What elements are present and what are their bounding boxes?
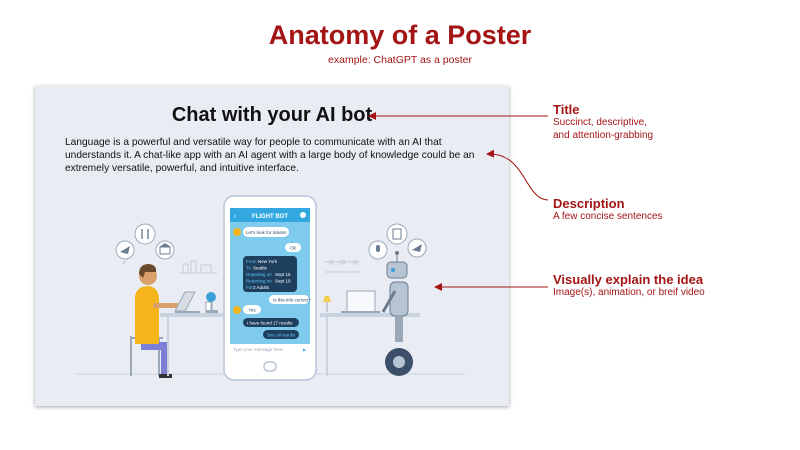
phone-header	[230, 208, 310, 222]
mic-thought-icon	[368, 240, 388, 260]
bot-confirm: Is this info correct?	[273, 298, 311, 303]
poster: Chat with your AI bot Language is a powe…	[35, 86, 509, 406]
see-all-label: See all results	[267, 333, 296, 338]
bot-confirm-bubble	[269, 295, 309, 304]
document-thought-icon	[386, 223, 408, 245]
to-label: To	[246, 266, 251, 271]
annotation-description-heading: Description	[553, 196, 625, 211]
poster-description: Language is a powerful and versatile way…	[65, 137, 475, 174]
send-icon[interactable]: ▸	[303, 348, 306, 354]
robot-wall-shelf	[325, 259, 360, 273]
description-arrow	[486, 149, 549, 201]
user-bubble-yes	[243, 305, 261, 314]
poster-illustration: ‹ FLIGHT BOT Let's look for tickets! Ok …	[75, 195, 465, 381]
user-message-ok: Ok	[290, 246, 297, 251]
see-all-button[interactable]	[263, 330, 299, 339]
wall-shelf	[180, 260, 217, 274]
desk-right	[320, 313, 420, 317]
robot-scene	[320, 223, 427, 376]
plane-thought-icon	[115, 240, 135, 265]
message-input-placeholder: Type your message here..	[233, 347, 285, 352]
annotation-visual-desc: Image(s), animation, or breif video	[553, 287, 705, 298]
from-label: From	[246, 259, 257, 264]
bot-bubble	[243, 227, 289, 237]
museum-thought-icon	[155, 240, 175, 260]
poster-title: Chat with your AI bot	[171, 104, 373, 126]
for-label: For	[246, 285, 253, 290]
page-subtitle: example: ChatGPT as a poster	[328, 54, 472, 66]
for-value: 2 Adults	[253, 285, 270, 290]
from-value: New York	[258, 259, 278, 264]
back-icon: ‹	[234, 213, 237, 220]
phone-app-title: FLIGHT BOT	[252, 214, 288, 220]
departing-label: Departing on	[246, 272, 272, 277]
to-value: Seattle	[253, 266, 268, 271]
message-input[interactable]	[230, 344, 310, 354]
annotation-visual: Visually explain the idea Image(s), anim…	[553, 272, 705, 300]
returning-label: Returning on	[246, 279, 272, 284]
annotation-description-desc: A few concise sentences	[553, 211, 663, 222]
phone-mockup: ‹ FLIGHT BOT Let's look for tickets! Ok …	[223, 195, 317, 381]
bot-avatar	[233, 228, 241, 236]
page-title: Anatomy of a Poster	[268, 20, 532, 50]
bot-result-bubble	[243, 318, 299, 327]
plane-thought-icon-right	[407, 238, 427, 258]
annotation-title-heading: Title	[553, 102, 580, 117]
bot-result: I have found 17 results	[247, 321, 293, 326]
info-bubble	[243, 256, 297, 292]
user-bubble-ok	[285, 243, 301, 252]
settings-icon	[300, 212, 306, 218]
annotation-title: Title Succinct, descriptive, and attenti…	[553, 102, 653, 142]
robot	[381, 251, 413, 376]
user-message-yes: Yes	[248, 308, 256, 313]
lamp-icon	[323, 296, 331, 302]
user-avatar	[233, 306, 241, 314]
bot-message-1: Let's look for tickets!	[246, 230, 287, 235]
dining-thought-icon	[134, 223, 156, 245]
departing-value: Sept 15	[275, 272, 291, 277]
annotation-visual-heading: Visually explain the idea	[553, 272, 704, 287]
annotation-title-desc: Succinct, descriptive, and attention-gra…	[553, 117, 654, 141]
annotation-description: Description A few concise sentences	[553, 196, 663, 224]
returning-value: Sept 19	[275, 279, 291, 284]
home-button-icon	[263, 361, 277, 372]
person	[135, 264, 179, 378]
